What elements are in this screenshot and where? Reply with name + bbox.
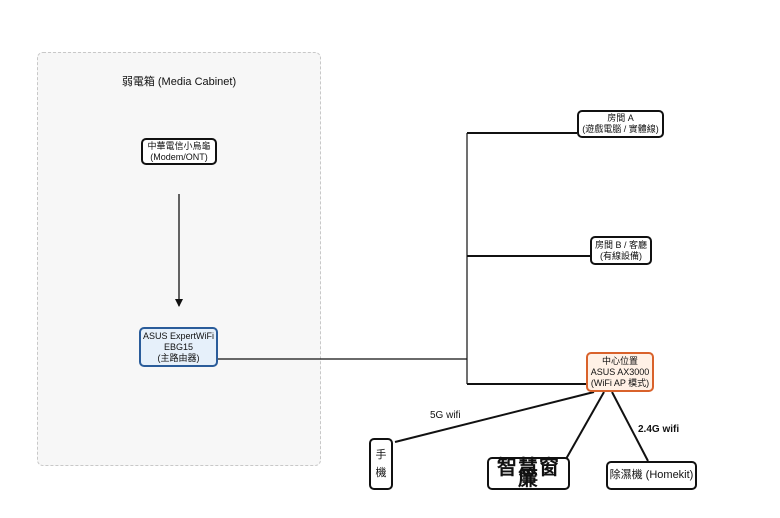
cabinet-title: 弱電箱 (Media Cabinet) [121,76,237,88]
ap-label-line2: ASUS AX3000 [590,366,650,377]
phone-label-line2: 機 [375,467,387,479]
room-a-label-line2: (遊戲電腦 / 實體線) [582,124,659,134]
dehumidifier-node[interactable]: 除濕機 (Homekit) [606,461,697,490]
ap-node[interactable]: 中心位置 ASUS AX3000 (WiFi AP 模式) [586,352,654,392]
phone-label-line1: 手 [375,449,387,461]
room-a-node[interactable]: 房間 A (遊戲電腦 / 實體線) [577,110,664,138]
router-node[interactable]: ASUS ExpertWiFi EBG15 (主路由器) [139,327,218,367]
curtain-node[interactable]: 智慧窗簾 [487,457,570,490]
edge-label-24g-wifi: 2.4G wifi [638,424,680,435]
modem-label-line2: (Modem/ONT) [150,151,208,162]
dehumidifier-label: 除濕機 (Homekit) [609,469,694,481]
router-label-line2: EBG15 [163,341,194,352]
ap-label-line3: (WiFi AP 模式) [590,377,650,388]
edge-ap-curtain [565,391,605,460]
router-label-line1: ASUS ExpertWiFi [142,330,214,341]
room-b-label-line2: (有線設備) [600,250,642,261]
router-label-line3: (主路由器) [157,352,200,363]
room-b-label-line1: 房間 B / 客廳 [594,239,647,250]
curtain-label: 智慧窗簾 [497,456,560,490]
ap-label-line1: 中心位置 [601,355,638,366]
modem-node[interactable]: 中華電信小烏龜 (Modem/ONT) [141,138,217,165]
room-b-node[interactable]: 房間 B / 客廳 (有線設備) [590,236,652,265]
edge-ap-dehumidifier [611,391,649,462]
edge-ap-phone [394,391,595,443]
modem-label-line1: 中華電信小烏龜 [147,140,211,151]
edge-label-5g-wifi: 5G wifi [430,410,461,421]
room-a-label-line1: 房間 A [607,113,634,123]
phone-node[interactable]: 手 機 [369,438,393,490]
